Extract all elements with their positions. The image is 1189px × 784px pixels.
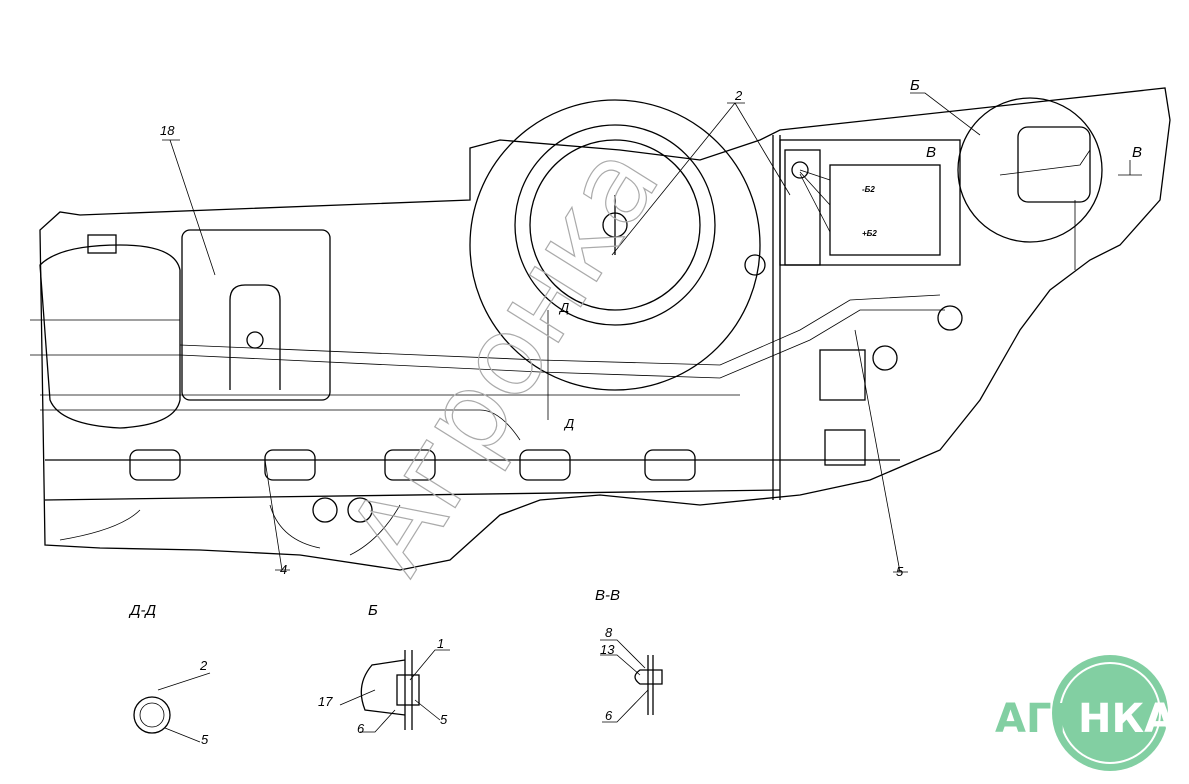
callout-4: 4 bbox=[280, 562, 287, 577]
section-vv-callout: 8 bbox=[605, 625, 613, 640]
section-b-title: Б bbox=[368, 602, 378, 619]
cable-bundle bbox=[133, 696, 171, 734]
callout-d-top: Д bbox=[558, 300, 569, 315]
relay-label-minus: -Б2 bbox=[862, 185, 875, 194]
svg-text:АГРО: АГРО bbox=[995, 696, 1115, 742]
callout-d-bottom: Д bbox=[563, 416, 574, 431]
section-b-callout: 17 bbox=[318, 694, 333, 709]
callout-v-right: В bbox=[1132, 144, 1142, 161]
watermark: Агронка bbox=[323, 122, 684, 593]
section-dd-callout: 2 bbox=[199, 658, 208, 673]
engine-block bbox=[44, 449, 900, 556]
tank-cap bbox=[87, 234, 117, 254]
section-vv-title: В-В bbox=[595, 587, 620, 604]
expansion-tank bbox=[39, 244, 181, 429]
section-vv-callout: 6 bbox=[605, 708, 613, 723]
section-b-callout: 5 bbox=[440, 712, 448, 727]
svg-text:НКА: НКА bbox=[1078, 696, 1175, 742]
callout-b: Б bbox=[910, 77, 920, 94]
fastener-detail bbox=[634, 669, 663, 685]
leader-lines bbox=[162, 92, 1142, 573]
section-b-callout: 6 bbox=[357, 721, 365, 736]
callout-v-left: В bbox=[926, 144, 936, 161]
relay-label-plus: +Б2 bbox=[862, 229, 877, 238]
section-dd-callout: 5 bbox=[201, 732, 209, 747]
section-b-callout: 1 bbox=[437, 636, 444, 651]
callout-18: 18 bbox=[160, 123, 175, 138]
detail-circle-b bbox=[957, 97, 1103, 243]
agronka-logo: АГРО НКА bbox=[995, 655, 1175, 771]
engine-compartment-outline bbox=[39, 87, 1171, 571]
plate-18 bbox=[181, 229, 331, 401]
air-filter bbox=[469, 99, 761, 391]
clip-detail bbox=[360, 659, 406, 716]
callout-2: 2 bbox=[734, 88, 743, 103]
section-dd-title: Д-Д bbox=[128, 602, 157, 619]
callout-5: 5 bbox=[896, 564, 904, 579]
section-vv-callout: 13 bbox=[600, 642, 615, 657]
